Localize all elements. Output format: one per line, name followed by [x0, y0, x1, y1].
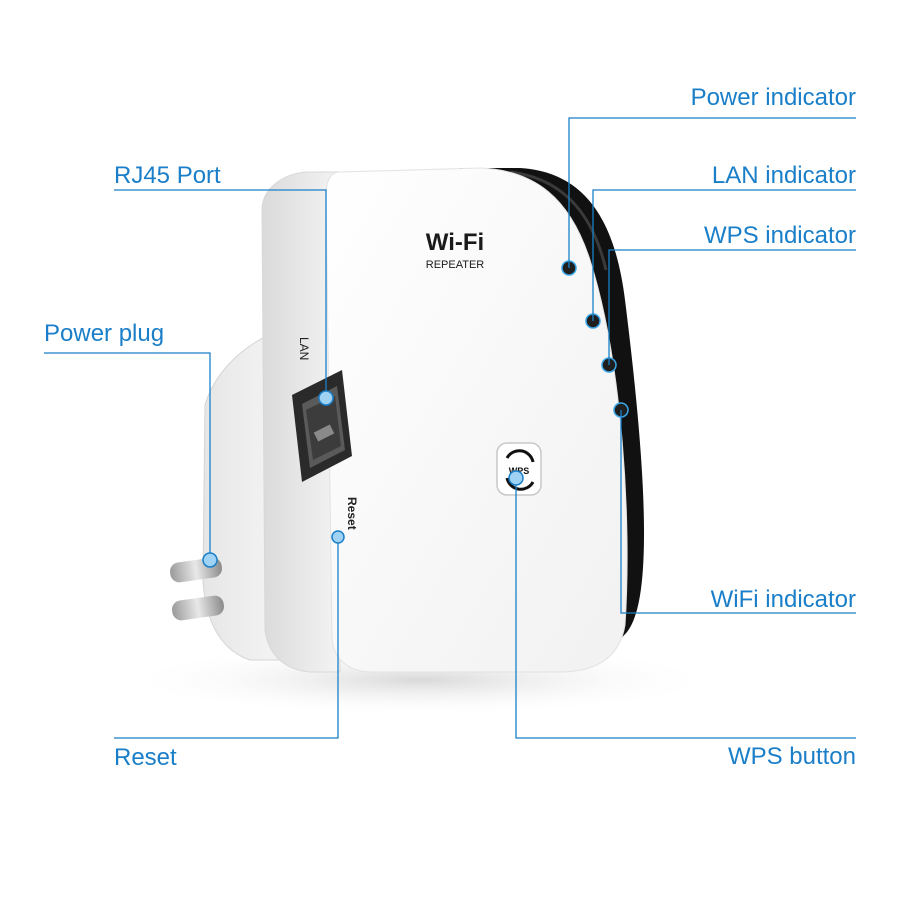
leader-wps-indicator — [608, 249, 856, 365]
leader-wps-button — [515, 478, 856, 739]
lan-port: LAN — [292, 337, 352, 482]
label-wps-button: WPS button — [727, 743, 856, 770]
wifi-logo-text: Wi-Fi — [426, 229, 484, 256]
leader-reset — [114, 537, 339, 739]
label-lan-indicator: LAN indicator — [711, 162, 856, 189]
wifi-logo: Wi-Fi REPEATER — [426, 229, 485, 271]
leader-lines — [44, 117, 856, 739]
wps-button: WPS — [496, 442, 542, 496]
dot-wps-button — [508, 470, 524, 486]
label-wps-indicator: WPS indicator — [703, 222, 856, 249]
label-wifi-indicator: WiFi indicator — [710, 586, 856, 613]
label-rj45-port: RJ45 Port — [114, 162, 221, 189]
callout-dots — [202, 390, 524, 568]
leader-lan-indicator — [592, 189, 856, 321]
label-power-indicator: Power indicator — [690, 84, 856, 111]
repeater-text: REPEATER — [426, 259, 485, 271]
lan-port-label: LAN — [297, 337, 311, 360]
dot-power-plug — [202, 552, 218, 568]
reset-hole-label: Reset — [345, 497, 359, 530]
label-reset: Reset — [114, 744, 177, 771]
device-front-face — [325, 167, 628, 673]
leader-power-indicator — [568, 117, 856, 268]
leader-rj45 — [114, 189, 327, 398]
plug-pin-bottom — [172, 595, 224, 621]
dot-reset — [331, 530, 345, 544]
leader-power-plug — [44, 352, 211, 560]
dot-rj45 — [318, 390, 334, 406]
leader-wifi-indicator — [620, 410, 856, 614]
label-power-plug: Power plug — [44, 320, 165, 347]
